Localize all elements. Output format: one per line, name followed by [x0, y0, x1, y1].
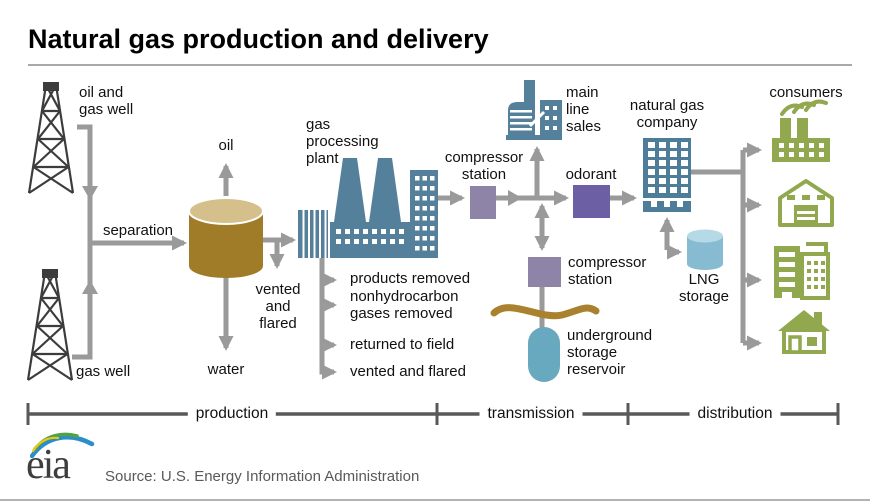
label-natural-gas-company: natural gas company — [629, 97, 705, 131]
source-text: Source: U.S. Energy Information Administ… — [105, 468, 420, 485]
label-gas-processing-plant: gas processing plant — [306, 116, 379, 167]
eia-logo-text: eia — [26, 442, 71, 488]
lng-storage-tank-icon — [687, 229, 723, 270]
title-divider — [28, 64, 852, 66]
separator-tank-icon — [188, 197, 264, 278]
label-compressor-station-1: compressor station — [444, 149, 524, 183]
label-vented-and-flared-2: vented and flared — [350, 363, 466, 380]
label-water: water — [207, 361, 245, 378]
label-separation: separation — [102, 222, 174, 239]
label-oil: oil — [218, 137, 234, 154]
oil-derrick-icon — [27, 82, 75, 194]
eia-logo-swoosh — [30, 432, 95, 458]
label-lng-storage: LNG storage — [678, 271, 730, 305]
compressor-station-1-box — [470, 186, 496, 219]
label-products-removed: products removed — [350, 270, 471, 287]
gas-derrick-icon — [26, 269, 74, 381]
gas-processing-plant-icon — [298, 158, 438, 258]
stage-label-distribution: distribution — [689, 405, 781, 423]
label-compressor-station-2: compressor station — [568, 254, 647, 288]
flow-arrowheads — [82, 186, 522, 294]
label-vented-and-flared: vented and flared — [255, 281, 301, 332]
stage-label-transmission: transmission — [479, 405, 583, 423]
natural-gas-company-icon — [643, 138, 691, 212]
compressor-station-2-box — [528, 257, 561, 287]
consumer-house-icon — [778, 310, 830, 354]
label-oil-and-gas-well: oil and gas well — [79, 84, 134, 118]
page-title: Natural gas production and delivery — [28, 24, 489, 54]
consumer-factory-icon — [772, 99, 830, 162]
label-returned-to-field: returned to field — [350, 336, 455, 353]
stage-label-production: production — [187, 405, 277, 423]
underground-storage-reservoir-shape — [528, 327, 560, 382]
label-main-line-sales: main line sales — [566, 84, 602, 135]
ground-surface-line — [490, 304, 600, 320]
label-gas-well: gas well — [76, 363, 131, 380]
label-nonhydrocarbon-gases-removed: nonhydrocarbon gases removed — [350, 288, 459, 322]
label-consumers: consumers — [769, 84, 843, 101]
label-underground-storage-reservoir: underground storage reservoir — [567, 327, 653, 378]
consumer-warehouse-icon — [778, 179, 834, 227]
consumer-office-building-icon — [774, 242, 830, 300]
label-odorant: odorant — [565, 166, 617, 183]
main-line-sales-icon — [506, 80, 562, 140]
odorant-box — [573, 185, 610, 218]
